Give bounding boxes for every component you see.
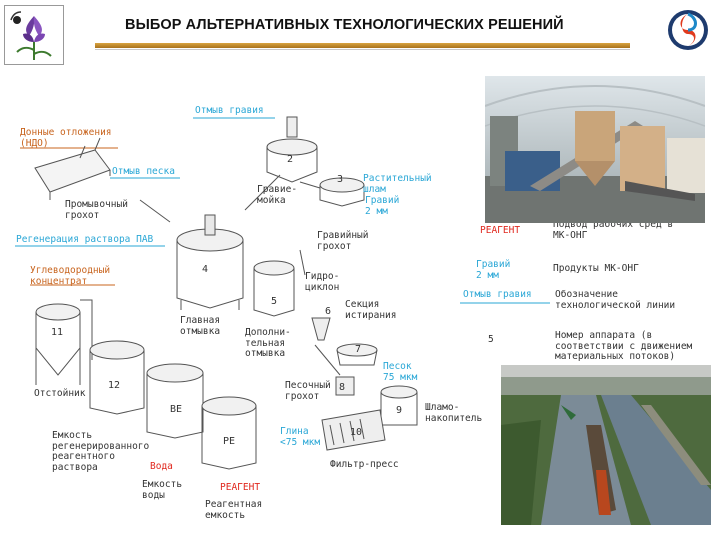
equipment-number: 4 [202,264,208,275]
equipment-number: 3 [337,174,343,185]
legend-line-sample [460,302,550,304]
equipment-number: ВЕ [170,404,182,415]
page-title: ВЫБОР АЛЬТЕРНАТИВНЫХ ТЕХНОЛОГИЧЕСКИХ РЕШ… [125,17,564,33]
organization-logo [4,5,64,65]
label-otmyv-graviya: Отмыв гравия [195,105,264,116]
company-emblem-icon [666,8,710,52]
label-voda: Вода [150,461,173,472]
header-divider-shadow [95,49,630,50]
header-divider [95,43,630,48]
label-gidrociklon: Гидро- циклон [305,271,340,293]
legend-nomer-apparata: Номер аппарата (в соответствии с движени… [555,330,693,362]
equipment-number: РЕ [223,436,235,447]
label-uglevodorodny: Углеводородный концентрат [30,265,111,287]
label-sekciya-istiraniya: Секция истирания [345,299,397,321]
label-glina: Глина <75 мкм [280,426,321,448]
equipment-number: 11 [51,327,63,338]
label-otstoynik: Отстойник [34,388,86,399]
legend-otmyv-graviya: Отмыв гравия [463,289,532,300]
label-glavnaya-otmyvka: Главная отмывка [180,315,221,337]
equipment-number: 7 [355,344,361,355]
legend-produkty: Продукты МК-ОНГ [553,263,639,274]
legend-podvod: Подвод рабочих сред в МК-ОНГ [553,219,674,241]
label-regeneraciya: Регенерация раствора ПАВ [16,234,154,245]
plant-photo [485,76,705,223]
label-emkost-regenerirovannogo: Емкость регенерированного реагентного ра… [52,430,150,473]
label-emkost-vody: Емкость воды [142,479,183,501]
label-pesochny-grohot: Песочный грохот [285,380,331,402]
label-reagentnaya-emkost: Реагентная емкость [205,499,263,521]
label-filtr-press: Фильтр-пресс [330,459,399,470]
label-reagent: РЕАГЕНТ [220,482,261,493]
equipment-number: 10 [350,427,362,438]
equipment-number: 5 [271,296,277,307]
label-graviy-2mm: Гравий 2 мм [365,195,400,217]
equipment-number: 8 [339,382,345,393]
label-rastitelny-shlam: Растительный шлам [363,173,432,195]
equipment-number: 12 [108,380,120,391]
canal-photo [501,365,711,525]
equipment-number: 2 [287,154,293,165]
equipment-number: 6 [325,306,331,317]
label-dopolnitelnaya-otmyvka: Дополни- тельная отмывка [245,327,291,359]
label-donnye-otlozheniya: Донные отложения (НДО) [20,127,112,149]
legend-reagent: РЕАГЕНТ [480,225,521,236]
legend-graviy: Гравий 2 мм [476,259,511,281]
label-graviyny-grohot: Гравийный грохот [317,230,369,252]
legend-oboznachenie: Обозначение технологической линии [555,289,676,311]
label-otmyv-peska: Отмыв песка [112,166,175,177]
label-promyvochny-grohot: Промывочный грохот [65,199,128,221]
label-pesok: Песок 75 мкм [383,361,418,383]
legend-number: 5 [488,334,494,345]
equipment-number: 9 [396,405,402,416]
label-shlamonakopitel: Шламо- накопитель [425,402,483,424]
label-gravie-moyka: Гравие- мойка [257,184,298,206]
